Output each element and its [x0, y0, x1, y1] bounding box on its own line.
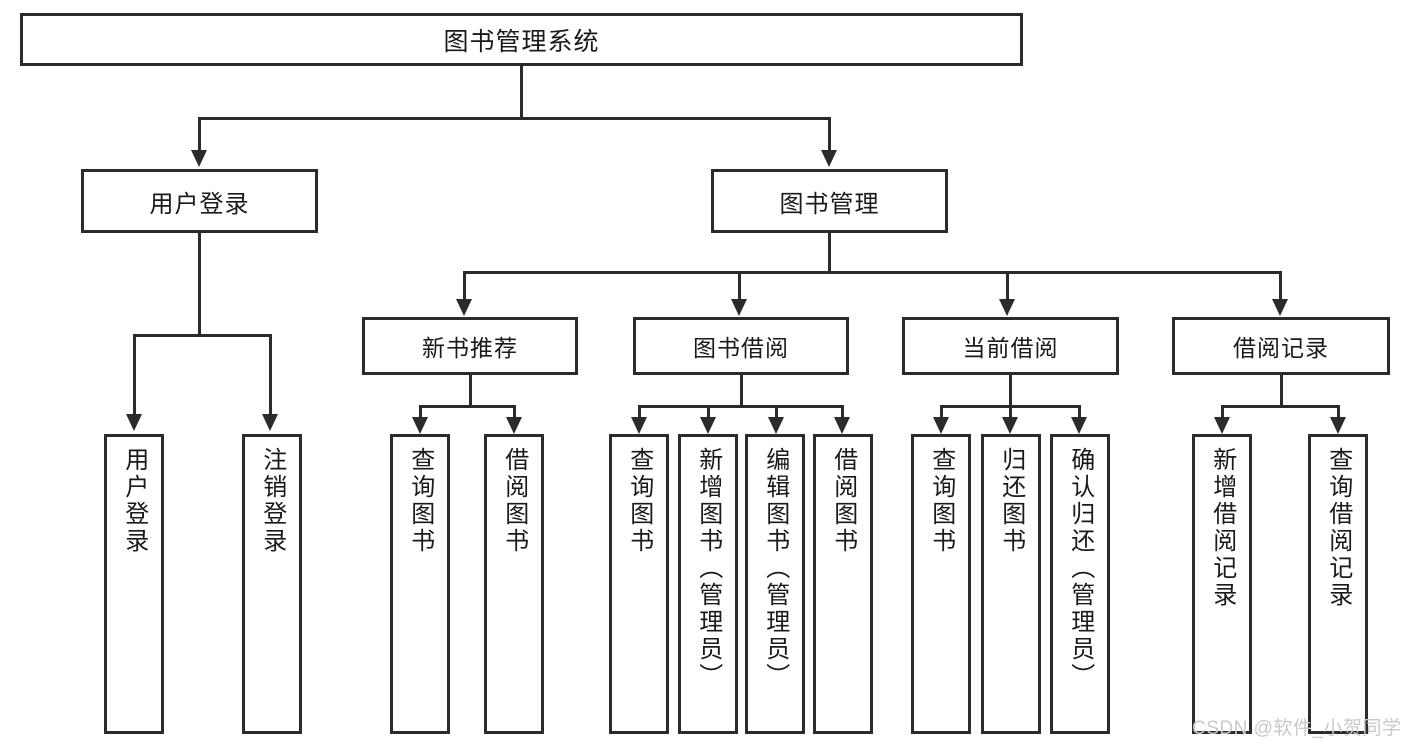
connector-new-book-stem [469, 375, 472, 407]
node-current-borrow-label: 当前借阅 [962, 335, 1059, 361]
node-book-manage[interactable]: 图书管理 [711, 169, 948, 233]
connector-new-book-leaf1 [419, 405, 422, 417]
node-user-login[interactable]: 用户登录 [81, 169, 318, 233]
connector-current-borrow-leaf3 [1078, 405, 1081, 417]
leaf-borrow-book[interactable]: 借阅图书 [813, 434, 873, 734]
connector-current-borrow-leaf2 [1009, 405, 1012, 417]
connector-to-new-book [463, 271, 466, 299]
connector-root-to-user-login [198, 117, 201, 150]
leaf-add-borrow-record-label: 新增借阅记录 [1208, 447, 1236, 609]
leaf-add-book-admin[interactable]: 新增图书（管理员） [678, 434, 738, 734]
node-user-login-label: 用户登录 [149, 190, 250, 218]
leaf-return-book[interactable]: 归还图书 [981, 434, 1041, 734]
leaf-user-login[interactable]: 用户登录 [104, 434, 164, 734]
connector-book-borrow-leaf2 [707, 405, 710, 417]
connector-book-manage-stem [828, 233, 831, 273]
leaf-logout-label: 注销登录 [258, 447, 286, 555]
connector-new-book-bus [419, 405, 515, 408]
connector-user-login-bus [133, 334, 271, 337]
node-borrow-record-label: 借阅记录 [1233, 335, 1329, 361]
arrow-book-borrow-leaf1 [631, 417, 647, 434]
arrow-current-borrow-leaf1 [933, 417, 949, 434]
connector-book-borrow-bus [638, 405, 843, 408]
leaf-new-book-borrow[interactable]: 借阅图书 [484, 434, 544, 734]
connector-book-manage-bus [463, 271, 1281, 274]
connector-borrow-record-leaf1 [1221, 405, 1224, 417]
arrow-user-login-leaf1 [126, 414, 142, 431]
node-borrow-record[interactable]: 借阅记录 [1172, 317, 1390, 375]
leaf-borrow-query-book-label: 查询图书 [625, 447, 653, 555]
connector-book-borrow-leaf1 [638, 405, 641, 417]
connector-user-login-leaf1 [133, 334, 136, 414]
node-new-book-recommend-label: 新书推荐 [422, 335, 518, 361]
leaf-query-borrow-record[interactable]: 查询借阅记录 [1308, 434, 1368, 734]
connector-user-login-leaf2 [269, 334, 272, 414]
connector-user-login-stem [198, 233, 201, 335]
leaf-borrow-book-label: 借阅图书 [829, 447, 857, 555]
arrow-book-borrow-leaf4 [834, 417, 850, 434]
arrow-user-login-leaf2 [262, 414, 278, 431]
connector-book-borrow-leaf4 [841, 405, 844, 417]
leaf-return-book-label: 归还图书 [997, 447, 1025, 555]
arrow-book-borrow-leaf2 [700, 417, 716, 434]
connector-new-book-leaf2 [513, 405, 516, 417]
leaf-logout[interactable]: 注销登录 [242, 434, 302, 734]
leaf-confirm-return-admin-label: 确认归还（管理员） [1066, 447, 1094, 690]
connector-book-borrow-leaf3 [775, 405, 778, 417]
leaf-query-borrow-record-label: 查询借阅记录 [1324, 447, 1352, 609]
leaf-add-borrow-record[interactable]: 新增借阅记录 [1192, 434, 1252, 734]
connector-borrow-record-stem [1280, 375, 1283, 407]
connector-book-borrow-stem [740, 375, 743, 407]
node-book-borrow[interactable]: 图书借阅 [633, 317, 849, 375]
connector-root-bus [198, 117, 831, 120]
connector-to-borrow-record [1279, 271, 1282, 299]
arrow-to-user-login [191, 150, 207, 167]
arrow-current-borrow-leaf3 [1071, 417, 1087, 434]
connector-current-borrow-stem [1009, 375, 1012, 407]
node-book-borrow-label: 图书借阅 [693, 335, 789, 361]
node-new-book-recommend[interactable]: 新书推荐 [362, 317, 578, 375]
arrow-to-borrow-record [1272, 299, 1288, 316]
arrow-book-borrow-leaf3 [768, 417, 784, 434]
connector-root-stem [520, 66, 523, 118]
leaf-new-book-query-label: 查询图书 [406, 447, 434, 555]
leaf-edit-book-admin[interactable]: 编辑图书（管理员） [745, 434, 805, 734]
node-root-label: 图书管理系统 [443, 27, 600, 56]
connector-borrow-record-leaf2 [1337, 405, 1340, 417]
node-book-manage-label: 图书管理 [779, 190, 880, 218]
node-current-borrow[interactable]: 当前借阅 [902, 317, 1119, 375]
arrow-new-book-leaf2 [506, 417, 522, 434]
connector-to-book-borrow [738, 271, 741, 299]
leaf-new-book-query[interactable]: 查询图书 [390, 434, 450, 734]
connector-to-current-borrow [1006, 271, 1009, 299]
connector-root-to-book-manage [828, 117, 831, 150]
leaf-edit-book-admin-label: 编辑图书（管理员） [761, 447, 789, 690]
arrow-new-book-leaf1 [412, 417, 428, 434]
leaf-borrow-query-book[interactable]: 查询图书 [609, 434, 669, 734]
leaf-add-book-admin-label: 新增图书（管理员） [694, 447, 722, 690]
arrow-borrow-record-leaf1 [1214, 417, 1230, 434]
arrow-borrow-record-leaf2 [1330, 417, 1346, 434]
leaf-current-query-book[interactable]: 查询图书 [911, 434, 971, 734]
csdn-watermark: CSDN @软件_小贺同学 [1192, 718, 1402, 739]
arrow-to-new-book [456, 299, 472, 316]
leaf-user-login-label: 用户登录 [120, 447, 148, 555]
arrow-to-book-manage [821, 150, 837, 167]
node-root-system[interactable]: 图书管理系统 [20, 13, 1023, 66]
arrow-to-book-borrow [731, 299, 747, 316]
leaf-current-query-book-label: 查询图书 [927, 447, 955, 555]
leaf-new-book-borrow-label: 借阅图书 [500, 447, 528, 555]
arrow-current-borrow-leaf2 [1002, 417, 1018, 434]
arrow-to-current-borrow [999, 299, 1015, 316]
leaf-confirm-return-admin[interactable]: 确认归还（管理员） [1050, 434, 1110, 734]
connector-current-borrow-leaf1 [940, 405, 943, 417]
connector-borrow-record-bus [1221, 405, 1339, 408]
